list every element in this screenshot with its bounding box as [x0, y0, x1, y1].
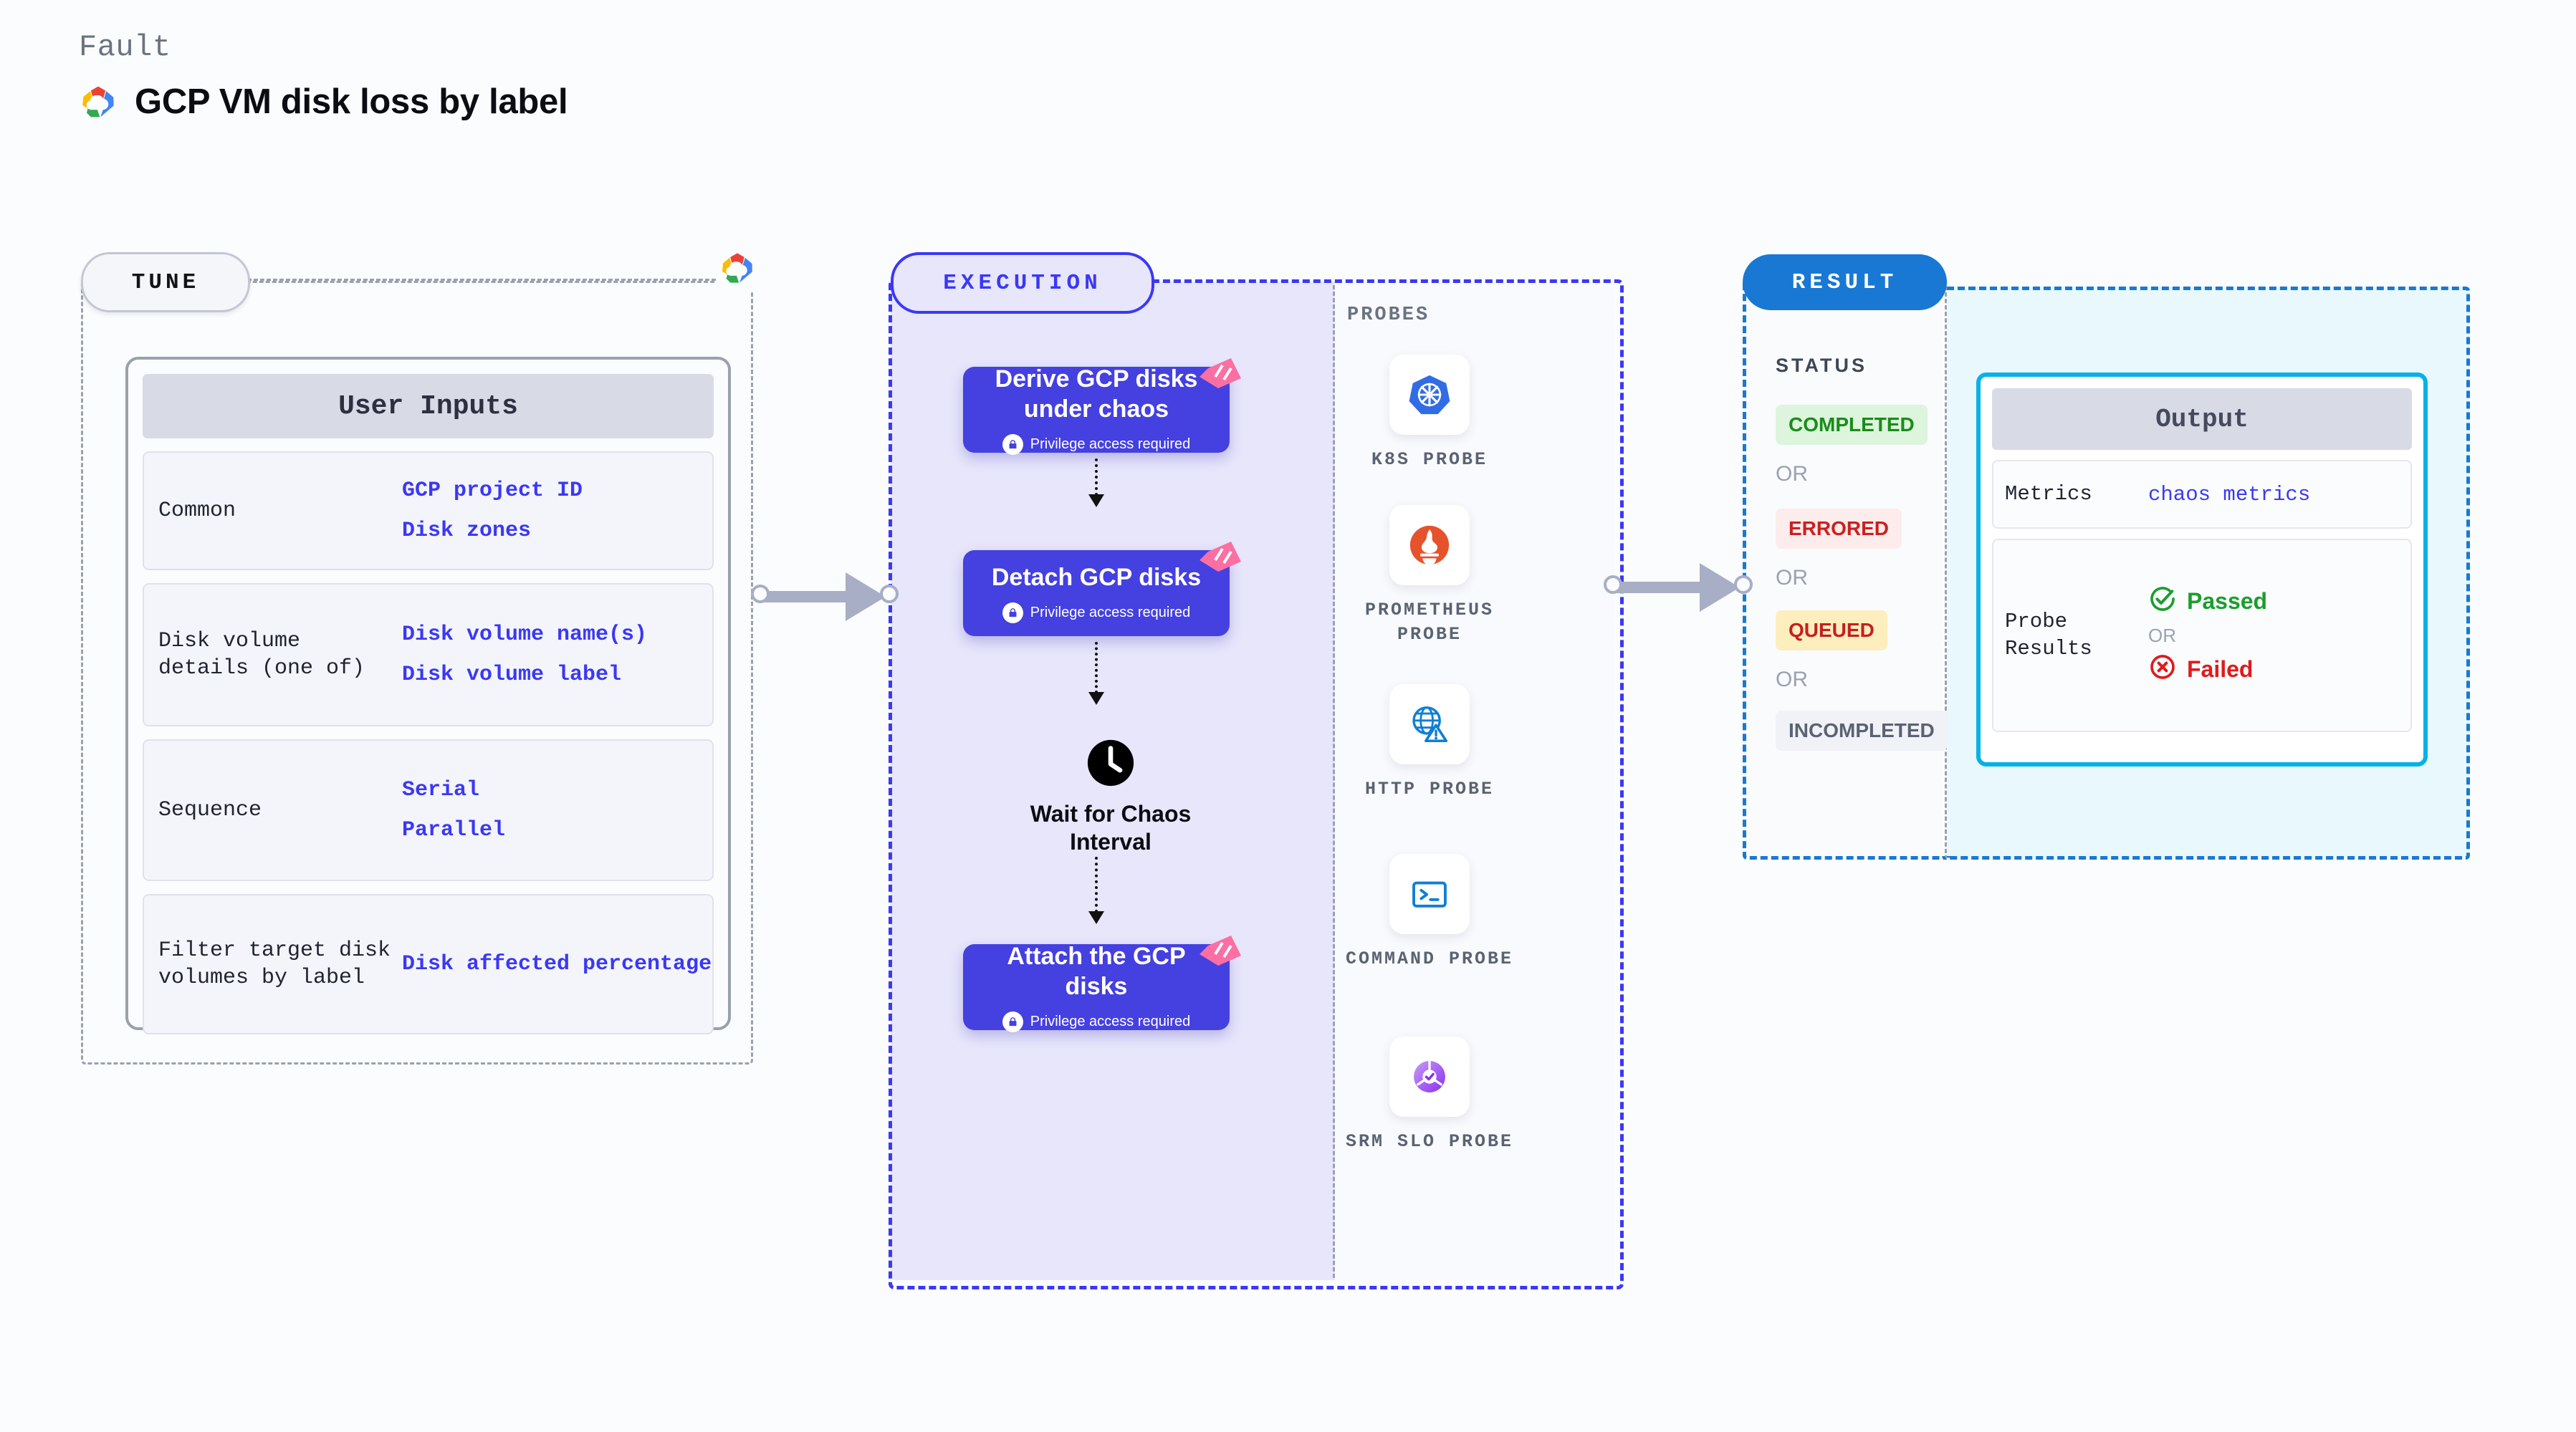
flow-arrow [1095, 642, 1098, 693]
clock-icon [1086, 739, 1136, 791]
probes-background [1335, 282, 1614, 1280]
probe-item[interactable]: SRM SLO PROBE [1340, 1037, 1519, 1154]
privilege-note: Privilege access required [1002, 433, 1191, 455]
flow-arrow [1095, 458, 1098, 496]
x-circle-icon [2148, 653, 2177, 687]
lock-icon [1002, 602, 1023, 624]
row-key: Sequence [158, 797, 262, 822]
execution-panel [889, 279, 1624, 1289]
result-status-panel [1743, 279, 1947, 860]
probe-label: SRM SLO PROBE [1345, 1131, 1514, 1152]
gcp-logo-icon [79, 82, 118, 121]
prometheus-icon [1389, 505, 1470, 585]
probe-label: HTTP PROBE [1364, 779, 1495, 799]
table-row: Disk volume details (one of) Disk volume… [143, 583, 714, 726]
table-row: Metrics chaos metrics [1992, 460, 2412, 529]
row-value[interactable]: GCP project ID [402, 479, 583, 503]
output-title: Output [1992, 388, 2412, 450]
title-row: GCP VM disk loss by label [79, 82, 568, 122]
probes-divider [1333, 285, 1335, 1278]
probe-label: COMMAND PROBE [1345, 948, 1514, 969]
row-key: Filter target disk volumes by label [158, 938, 391, 990]
wait-for-chaos-interval-node: Wait for Chaos Interval [1025, 738, 1197, 856]
execution-step-card[interactable]: Derive GCP disks under chaos Privilege a… [963, 358, 1241, 455]
row-value[interactable]: chaos metrics [2148, 482, 2311, 506]
probe-label: K8S PROBE [1371, 449, 1488, 470]
tune-panel [81, 281, 753, 1065]
flow-arrow-head [1088, 494, 1104, 507]
execution-badge: EXECUTION [891, 252, 1154, 314]
step-title: Attach the GCP disks [1007, 943, 1186, 1000]
flow-arrow-head [1088, 692, 1104, 705]
status-badge: ERRORED [1776, 509, 1902, 549]
probe-item[interactable]: K8S PROBE [1340, 355, 1519, 472]
user-inputs-title: User Inputs [143, 374, 714, 438]
user-inputs-card: User Inputs Common GCP project ID Disk z… [125, 357, 731, 1034]
lock-icon [1002, 1011, 1023, 1032]
row-value[interactable]: Serial [402, 778, 480, 802]
chaos-ribbon-icon [1194, 352, 1245, 398]
probe-label: PROMETHEUS PROBE [1364, 600, 1495, 645]
privilege-note: Privilege access required [1002, 1011, 1190, 1032]
row-value[interactable]: Disk volume label [402, 663, 622, 687]
probe-result-passed: Passed [2148, 585, 2267, 619]
flow-arrow-head [1088, 911, 1104, 924]
chaos-ribbon-icon [1194, 536, 1245, 582]
execution-step-card[interactable]: Attach the GCP disks Privilege access re… [963, 936, 1241, 1032]
probe-item[interactable]: PROMETHEUS PROBE [1340, 505, 1519, 647]
output-card: Output Metrics chaos metrics Probe Resul… [1976, 373, 2428, 767]
table-row: Sequence Serial Parallel [143, 739, 714, 881]
or-label: OR [2148, 624, 2176, 646]
row-key: Disk volume details (one of) [158, 628, 365, 681]
table-row: Common GCP project ID Disk zones [143, 451, 714, 570]
kubernetes-icon [1389, 355, 1470, 435]
row-value[interactable]: Parallel [402, 818, 506, 842]
terminal-icon [1389, 854, 1470, 934]
privilege-text: Privilege access required [1030, 605, 1191, 621]
privilege-text: Privilege access required [1030, 436, 1191, 452]
fault-eyebrow: Fault [79, 30, 171, 64]
tune-badge: TUNE [81, 252, 250, 312]
execution-step-card[interactable]: Detach GCP disks Privilege access requir… [963, 542, 1241, 636]
step-title: Derive GCP disks under chaos [995, 365, 1198, 423]
row-key: Probe Results [2005, 610, 2092, 660]
or-label: OR [1776, 462, 1808, 486]
status-title: STATUS [1776, 355, 1867, 376]
probe-item[interactable]: HTTP PROBE [1340, 684, 1519, 802]
srm-slo-icon [1389, 1037, 1470, 1117]
table-row: Probe Results Passed OR [1992, 539, 2412, 732]
row-value[interactable]: Disk zones [402, 519, 532, 543]
probe-result-failed: Failed [2148, 653, 2267, 687]
gcp-logo-icon [717, 247, 758, 292]
failed-label: Failed [2187, 656, 2254, 682]
check-circle-icon [2148, 585, 2177, 619]
lock-icon [1002, 433, 1023, 455]
tune-dashed-connector [247, 279, 742, 281]
row-value[interactable]: Disk affected percentage [402, 951, 712, 976]
status-badge: COMPLETED [1776, 405, 1928, 445]
row-key: Metrics [2005, 482, 2092, 506]
or-label: OR [1776, 668, 1808, 691]
page-header: Fault GCP VM disk loss by label [79, 30, 568, 122]
privilege-note: Privilege access required [1002, 602, 1191, 624]
probe-item[interactable]: COMMAND PROBE [1340, 854, 1519, 971]
page-title: GCP VM disk loss by label [135, 82, 568, 121]
row-key: Common [158, 498, 236, 523]
chaos-ribbon-icon [1194, 930, 1245, 976]
result-badge: RESULT [1743, 254, 1947, 310]
privilege-text: Privilege access required [1030, 1013, 1191, 1029]
passed-label: Passed [2187, 588, 2268, 614]
or-label: OR [1776, 566, 1808, 590]
probes-label: PROBES [1347, 304, 1430, 326]
status-badge: QUEUED [1776, 610, 1887, 650]
table-row: Filter target disk volumes by label Disk… [143, 894, 714, 1034]
wait-node-label: Wait for Chaos Interval [1030, 801, 1192, 855]
globe-warning-icon [1389, 684, 1470, 764]
status-badge: INCOMPLETED [1776, 711, 1948, 751]
step-title: Detach GCP disks [991, 563, 1202, 591]
row-value[interactable]: Disk volume name(s) [402, 623, 648, 647]
flow-arrow [1095, 857, 1098, 913]
